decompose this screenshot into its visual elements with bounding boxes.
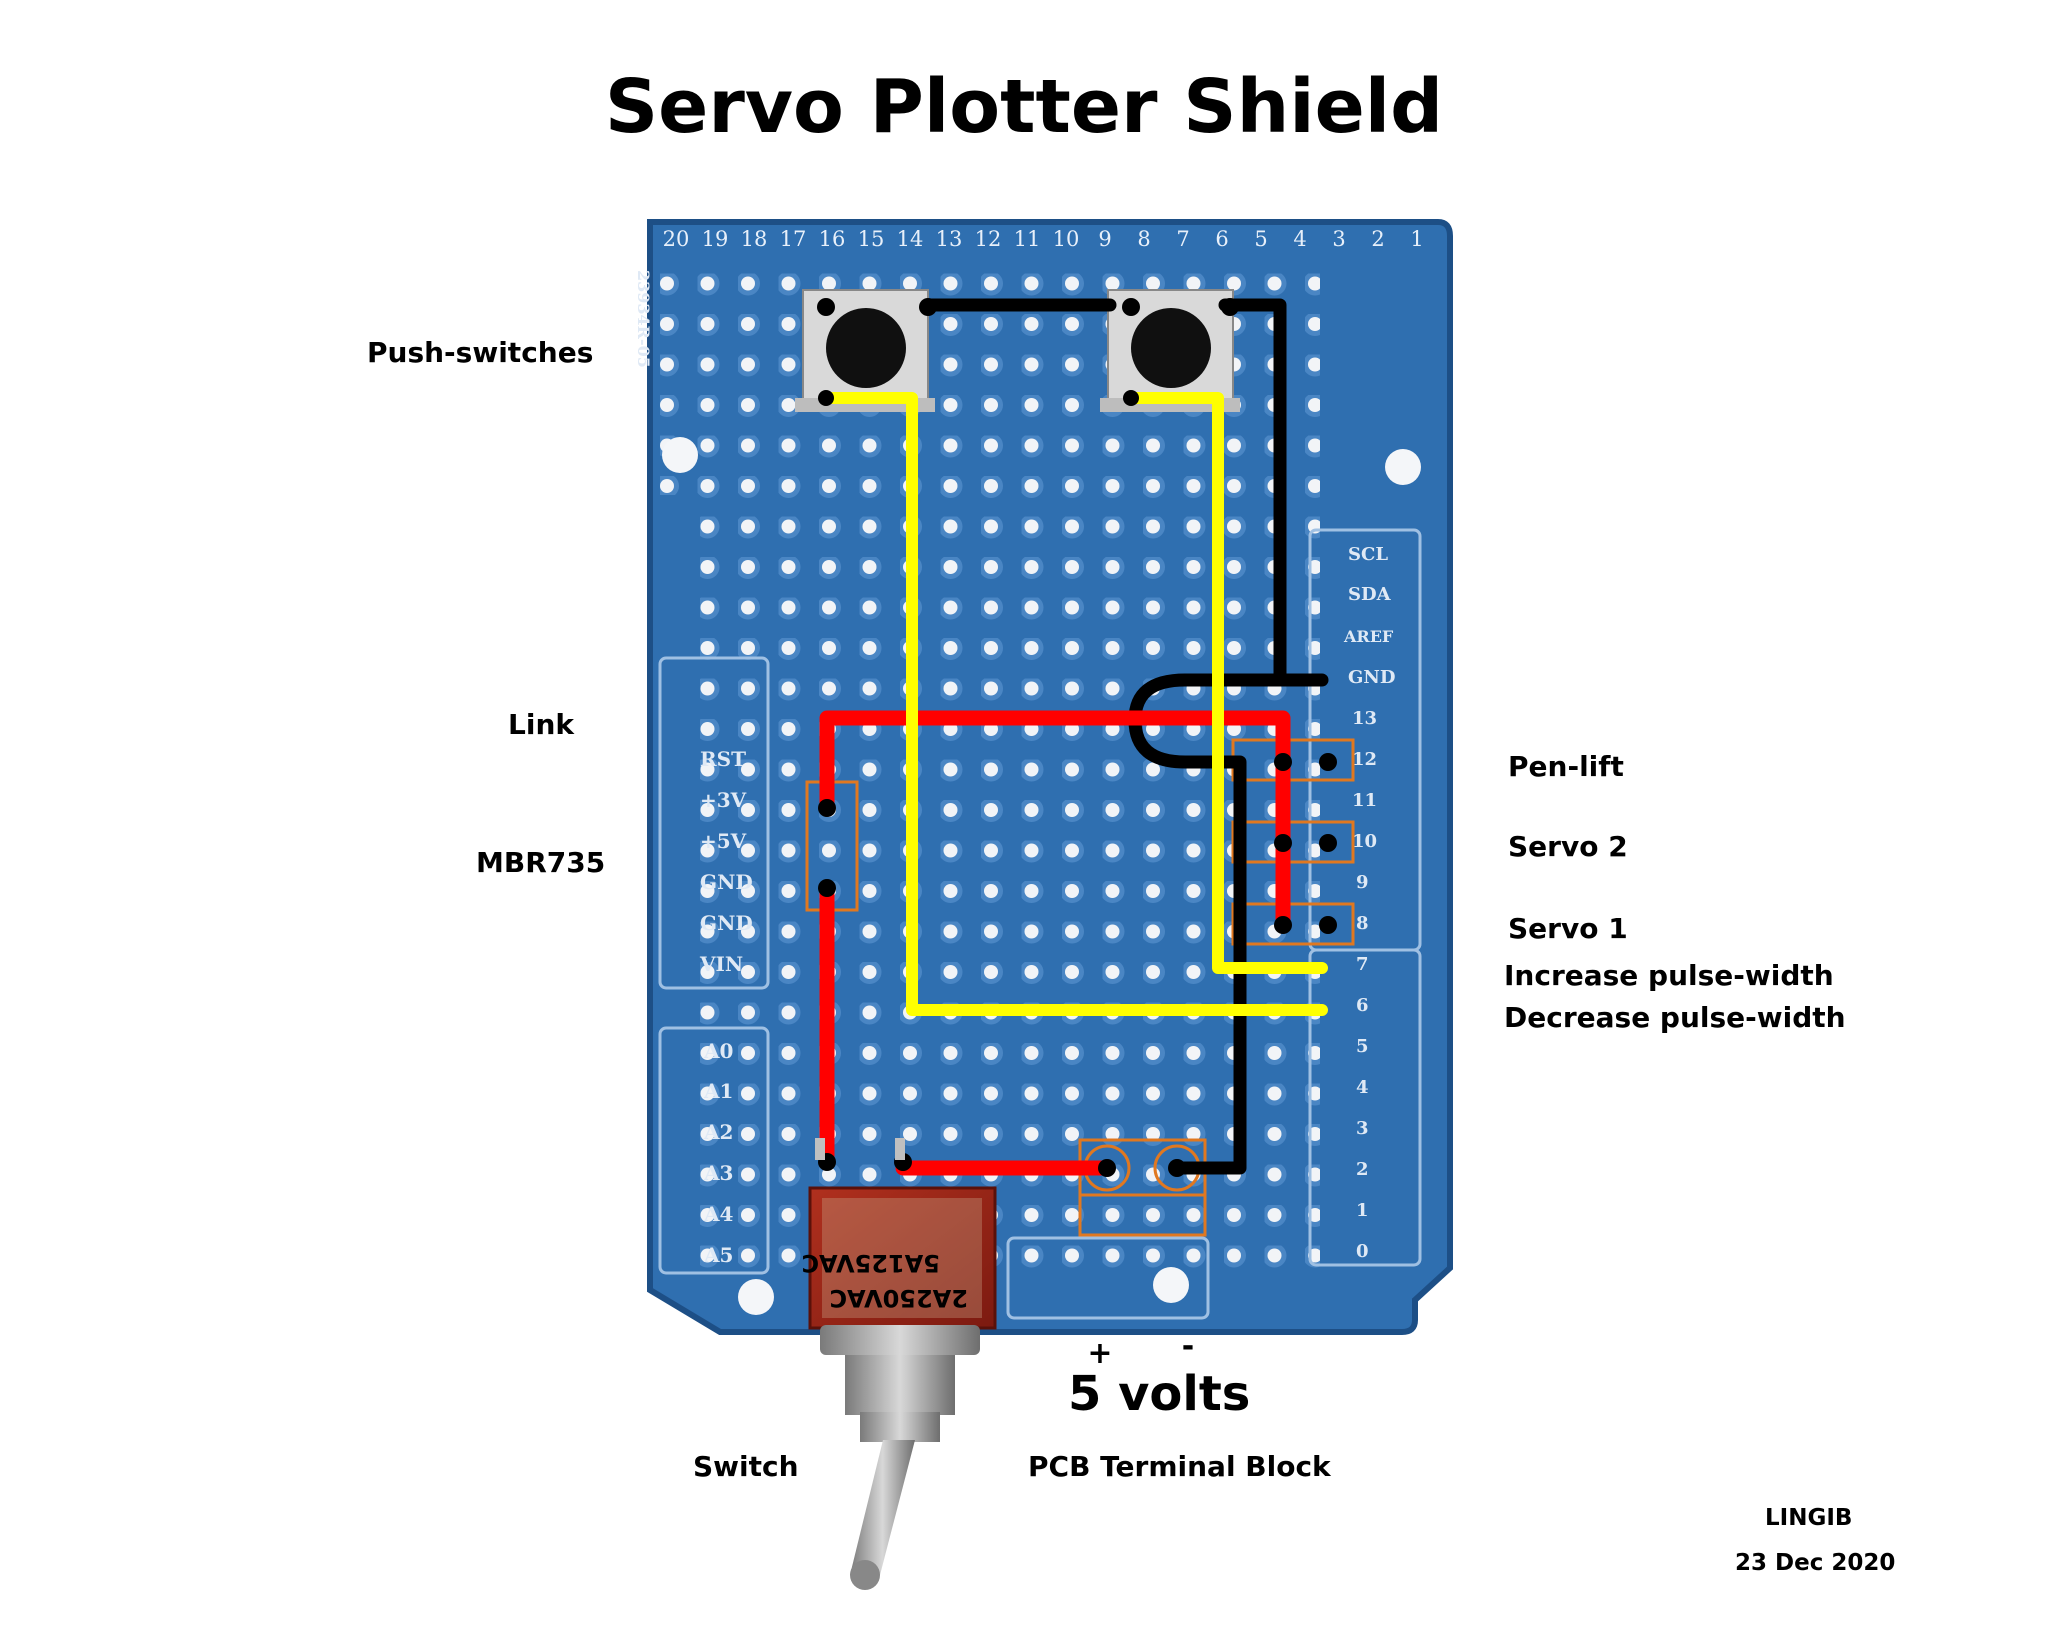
header-label: GND xyxy=(700,870,753,894)
col-number: 20 xyxy=(663,227,690,251)
solder-points xyxy=(817,298,1337,1177)
label-servo-2: Servo 2 xyxy=(1508,830,1628,863)
mounting-hole xyxy=(662,437,698,473)
mounting-hole xyxy=(1385,449,1421,485)
column-numbers: 20 19 18 17 16 15 14 13 12 11 10 9 8 7 6… xyxy=(663,227,1424,251)
col-number: 2 xyxy=(1371,227,1384,251)
col-number: 14 xyxy=(897,227,924,251)
col-number: 9 xyxy=(1098,227,1111,251)
label-pcb-terminal-block: PCB Terminal Block xyxy=(1028,1450,1332,1483)
bottom-digital-header: 7 6 5 4 3 2 1 0 xyxy=(1356,954,1369,1262)
header-label: 12 xyxy=(1352,749,1377,770)
header-label: GND xyxy=(1348,667,1395,688)
power-header: RST +3V +5V GND GND VIN xyxy=(699,747,753,976)
header-label: 6 xyxy=(1356,995,1369,1016)
col-number: 13 xyxy=(936,227,963,251)
col-number: 8 xyxy=(1137,227,1150,251)
label-switch: Switch xyxy=(693,1450,799,1483)
header-label: 7 xyxy=(1356,954,1369,975)
servo-connectors xyxy=(1231,738,1355,946)
label-servo-1: Servo 1 xyxy=(1508,912,1628,945)
label-link: Link xyxy=(508,708,575,741)
top-digital-header: SCL SDA AREF GND 13 12 11 10 9 8 xyxy=(1343,544,1395,934)
label-push-switches: Push-switches xyxy=(367,336,593,369)
col-number: 11 xyxy=(1014,227,1041,251)
col-number: 12 xyxy=(975,227,1002,251)
diagram-title: Servo Plotter Shield xyxy=(605,64,1443,150)
date: 23 Dec 2020 xyxy=(1735,1550,1895,1576)
header-label: SDA xyxy=(1348,584,1392,605)
col-number: 7 xyxy=(1176,227,1189,251)
header-label: 0 xyxy=(1356,1241,1369,1262)
header-label: AREF xyxy=(1343,627,1394,646)
header-label: +5V xyxy=(700,829,747,853)
col-number: 10 xyxy=(1053,227,1080,251)
col-number: 3 xyxy=(1332,227,1345,251)
col-number: 1 xyxy=(1410,227,1423,251)
header-label: 2 xyxy=(1356,1159,1369,1180)
author: LINGIB xyxy=(1765,1505,1852,1531)
header-label: A2 xyxy=(703,1120,733,1144)
header-label: 8 xyxy=(1356,913,1369,934)
toggle-switch: 5A125VAC 2A250VAC xyxy=(801,1138,997,1590)
header-label: A5 xyxy=(703,1243,733,1267)
col-number: 4 xyxy=(1293,227,1306,251)
header-label: 4 xyxy=(1356,1077,1369,1098)
header-label: A4 xyxy=(703,1202,734,1226)
label-pen-lift: Pen-lift xyxy=(1508,750,1624,783)
header-label: 5 xyxy=(1356,1036,1369,1057)
col-number: 15 xyxy=(858,227,885,251)
header-label: 9 xyxy=(1356,872,1369,893)
label-plus: + xyxy=(1087,1336,1112,1371)
header-label: GND xyxy=(700,911,753,935)
label-mbr735: MBR735 xyxy=(476,846,605,879)
label-decrease-pulse-width: Decrease pulse-width xyxy=(1504,1001,1846,1034)
header-label: 3 xyxy=(1356,1118,1369,1139)
col-number: 17 xyxy=(780,227,807,251)
col-number: 16 xyxy=(819,227,846,251)
col-number: 19 xyxy=(702,227,729,251)
analog-header: A0 A1 A2 A3 A4 A5 xyxy=(703,1039,734,1267)
label-increase-pulse-width: Increase pulse-width xyxy=(1504,959,1834,992)
yellow-wires xyxy=(820,392,1328,1016)
col-number: 5 xyxy=(1254,227,1267,251)
header-label: +3V xyxy=(700,788,747,812)
mounting-hole xyxy=(738,1279,774,1315)
header-label: 11 xyxy=(1352,790,1377,811)
mounting-hole xyxy=(1153,1267,1189,1303)
push-switch-left xyxy=(795,289,935,412)
header-label: A1 xyxy=(703,1079,733,1103)
header-label: A0 xyxy=(703,1039,733,1063)
col-number: 6 xyxy=(1215,227,1228,251)
header-label: VIN xyxy=(699,952,743,976)
label-5-volts: 5 volts xyxy=(1068,1366,1250,1422)
switch-marking: 5A125VAC xyxy=(801,1249,940,1277)
header-label: 10 xyxy=(1352,831,1377,852)
header-label: RST xyxy=(700,747,746,771)
header-label: SCL xyxy=(1348,544,1388,565)
header-label: A3 xyxy=(703,1161,733,1185)
switch-marking: 2A250VAC xyxy=(829,1284,968,1312)
header-label: 1 xyxy=(1356,1200,1369,1221)
header-label: 13 xyxy=(1352,708,1377,729)
board-part-code: 23934R-05 xyxy=(634,270,653,368)
col-number: 18 xyxy=(741,227,768,251)
label-minus: - xyxy=(1182,1329,1194,1364)
